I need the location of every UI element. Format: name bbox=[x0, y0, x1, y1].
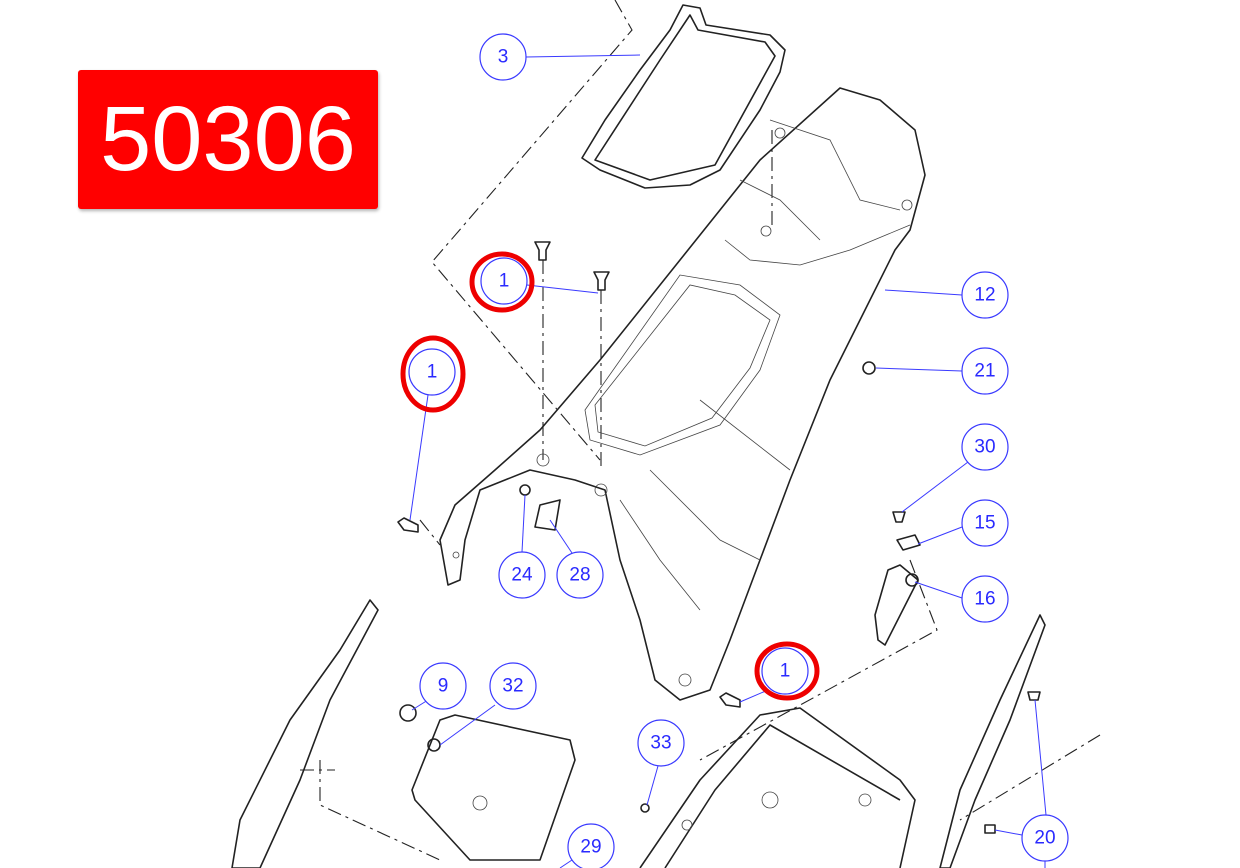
svg-text:9: 9 bbox=[438, 676, 449, 697]
callout-1-top: 1 bbox=[480, 257, 528, 305]
svg-text:16: 16 bbox=[974, 589, 995, 610]
callout-28: 28 bbox=[556, 551, 604, 599]
svg-text:30: 30 bbox=[974, 437, 995, 458]
svg-text:33: 33 bbox=[650, 733, 671, 754]
callout-3: 3 bbox=[479, 33, 527, 81]
svg-text:24: 24 bbox=[511, 565, 533, 586]
callout-29: 29 bbox=[567, 823, 615, 868]
svg-text:12: 12 bbox=[974, 285, 995, 306]
leader-lines bbox=[409, 54, 1047, 868]
callout-16: 16 bbox=[961, 575, 1009, 623]
callout-32: 32 bbox=[489, 662, 537, 710]
svg-text:1: 1 bbox=[427, 362, 438, 383]
part-number-badge: 50306 bbox=[78, 70, 378, 209]
highlight-callout-1-left bbox=[400, 335, 466, 413]
callout-12: 12 bbox=[961, 271, 1009, 319]
svg-text:28: 28 bbox=[569, 565, 590, 586]
svg-text:21: 21 bbox=[974, 361, 995, 382]
part-side-panel-left bbox=[231, 599, 379, 868]
svg-text:15: 15 bbox=[974, 513, 995, 534]
svg-text:1: 1 bbox=[780, 661, 791, 682]
callout-20: 20 bbox=[1021, 814, 1069, 862]
callout-33: 33 bbox=[637, 719, 685, 767]
callout-30: 30 bbox=[961, 423, 1009, 471]
svg-text:20: 20 bbox=[1034, 828, 1055, 849]
svg-text:3: 3 bbox=[498, 47, 509, 68]
callout-1-left: 1 bbox=[408, 348, 456, 396]
svg-text:32: 32 bbox=[502, 676, 523, 697]
svg-text:29: 29 bbox=[580, 837, 601, 858]
highlight-callout-1-bottom bbox=[754, 641, 820, 701]
svg-text:1: 1 bbox=[499, 271, 510, 292]
part-tail-cover bbox=[439, 87, 926, 701]
part-side-panel-right bbox=[939, 614, 1046, 868]
callout-1-bottom: 1 bbox=[761, 647, 809, 695]
callout-15: 15 bbox=[961, 499, 1009, 547]
callout-9: 9 bbox=[419, 662, 467, 710]
callout-24: 24 bbox=[498, 551, 546, 599]
callout-21: 21 bbox=[961, 347, 1009, 395]
highlight-callout-1-top bbox=[469, 251, 535, 313]
part-number-plate bbox=[411, 714, 576, 861]
part-seat-pad bbox=[581, 4, 786, 189]
assembly-guide-lines bbox=[300, 0, 1101, 861]
fasteners bbox=[397, 241, 1041, 834]
